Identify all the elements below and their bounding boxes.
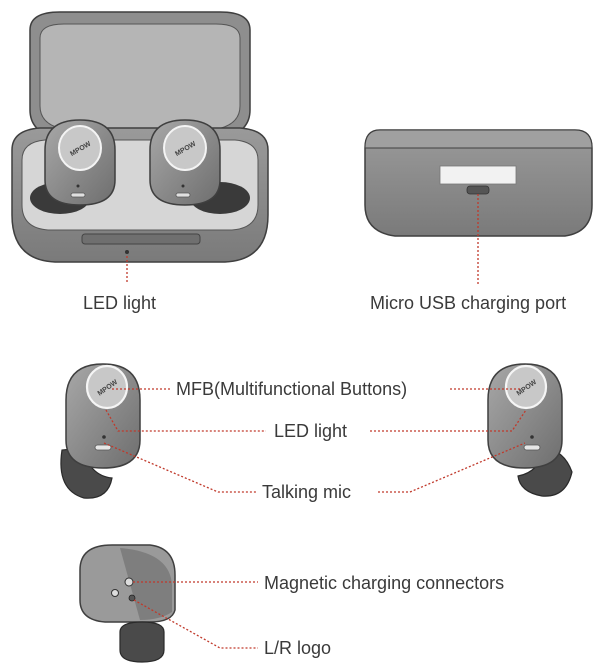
earbud-left-mic — [94, 444, 112, 451]
closed-case-label-strip — [439, 165, 517, 185]
label-lr-logo: L/R logo — [264, 638, 332, 658]
label-usb-port: Micro USB charging port — [370, 293, 567, 313]
case-bud-left-mic — [76, 184, 80, 188]
earbud-right-mic — [523, 444, 541, 451]
charging-connector-1 — [124, 577, 134, 587]
leader-lr-logo — [133, 599, 258, 649]
eartip-bottom — [119, 621, 165, 663]
earbud-left-led — [102, 435, 106, 439]
label-case-led: LED light — [83, 293, 157, 313]
leader-led-left — [105, 409, 266, 432]
earbud-right-detail: MPOW — [487, 363, 573, 497]
earbud-bottom-shading — [120, 548, 172, 620]
label-talking-mic: Talking mic — [262, 482, 352, 502]
case-bud-right-led — [175, 192, 191, 198]
earbud-bottom-view — [79, 544, 176, 663]
case-lid-inner — [39, 23, 241, 131]
open-charging-case: MPOW MPOW — [11, 11, 269, 263]
case-bud-right-mic — [181, 184, 185, 188]
earbud-left-detail: MPOW — [60, 363, 141, 499]
label-mfb: MFB(Multifunctional Buttons) — [176, 379, 408, 399]
closed-charging-case-back — [364, 129, 593, 237]
earbud-right-mfb-button — [504, 364, 548, 410]
earbud-right-led — [530, 435, 534, 439]
bottom-leaders — [133, 581, 258, 649]
eartip-right — [517, 447, 573, 497]
leader-mic-left — [103, 442, 256, 493]
case-led-dot — [125, 250, 129, 254]
case-bud-left-led — [70, 192, 86, 198]
leader-mic-right — [378, 442, 526, 493]
closed-case-top-edge — [364, 129, 593, 149]
leader-led-right — [370, 409, 527, 432]
label-earbud-led: LED light — [274, 421, 348, 441]
earbud-left-mfb-button — [85, 364, 129, 410]
case-front-band — [81, 233, 201, 245]
case-bud-right-button — [163, 125, 207, 171]
earbud-leaders — [103, 388, 527, 493]
lr-logo-mark — [128, 594, 136, 602]
charging-connector-2 — [111, 589, 119, 597]
usb-port — [466, 185, 490, 195]
label-magnetic: Magnetic charging connectors — [264, 573, 505, 593]
case-bud-left-button — [58, 125, 102, 171]
